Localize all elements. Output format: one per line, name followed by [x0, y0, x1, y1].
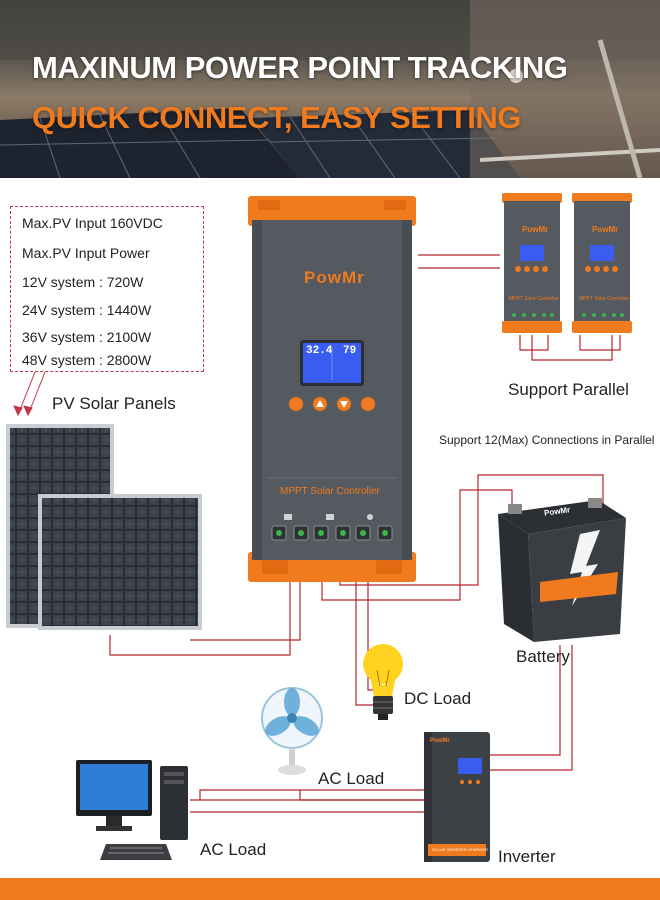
bulb-icon	[363, 644, 403, 720]
lcd-percent: 79	[343, 345, 357, 357]
parallel-controllers	[502, 193, 632, 333]
inverter-image	[424, 732, 490, 862]
pv-wire-positive	[190, 570, 301, 641]
battery-image	[498, 498, 626, 642]
parallel-note: Support 12(Max) Connections in Parallel	[439, 433, 655, 447]
parallel-unit-model: MPPT Solar Controller	[509, 296, 559, 302]
ac-load-pc-label: AC Load	[200, 840, 267, 859]
battery-wire-negative	[339, 474, 604, 586]
header-banner: MAXINUM POWER POINT TRACKING QUICK CONNE…	[0, 0, 660, 178]
enter-button	[361, 397, 375, 411]
inverter-caption: SOLAR INVERTER CHARGER	[432, 847, 488, 852]
dc-load-label: DC Load	[404, 689, 472, 708]
pv-panels-label: PV Solar Panels	[52, 394, 176, 413]
controller-model: MPPT Solar Controller	[280, 486, 380, 497]
spec-line: 24V system : 1440W	[22, 302, 152, 318]
computer-icon	[76, 760, 188, 860]
spec-line: 48V system : 2800W	[22, 352, 152, 368]
ac-load-fan-label: AC Load	[318, 769, 385, 788]
banner-subtitle: QUICK CONNECT, EASY SETTING	[32, 100, 521, 135]
battery-wire-positive	[321, 489, 513, 601]
inverter-label: Inverter	[498, 847, 556, 866]
spec-line: Max.PV Input Power	[22, 245, 150, 261]
solar-roof-photo	[0, 0, 660, 178]
controller-brand: PowMr	[304, 268, 365, 287]
solar-panels-image	[6, 424, 202, 630]
mppt-controller	[248, 196, 416, 582]
spec-box	[10, 206, 204, 372]
spec-line: 36V system : 2100W	[22, 329, 152, 345]
spec-line: 12V system : 720W	[22, 274, 144, 290]
parallel-unit-brand: PowMr	[592, 225, 619, 234]
footer-bar	[0, 878, 660, 900]
pv-wire-negative	[109, 570, 291, 656]
parallel-unit-model: MPPT Solar Controller	[579, 296, 629, 302]
support-parallel-label: Support Parallel	[508, 380, 629, 399]
fan-icon	[261, 687, 323, 775]
inverter-brand: PowMr	[430, 738, 450, 744]
banner-title: MAXINUM POWER POINT TRACKING	[32, 50, 568, 85]
battery-label: Battery	[516, 647, 570, 666]
parallel-unit-brand: PowMr	[522, 225, 549, 234]
menu-button	[289, 397, 303, 411]
spec-line: Max.PV Input 160VDC	[22, 215, 163, 231]
lcd-voltage: 32.4	[306, 345, 333, 357]
